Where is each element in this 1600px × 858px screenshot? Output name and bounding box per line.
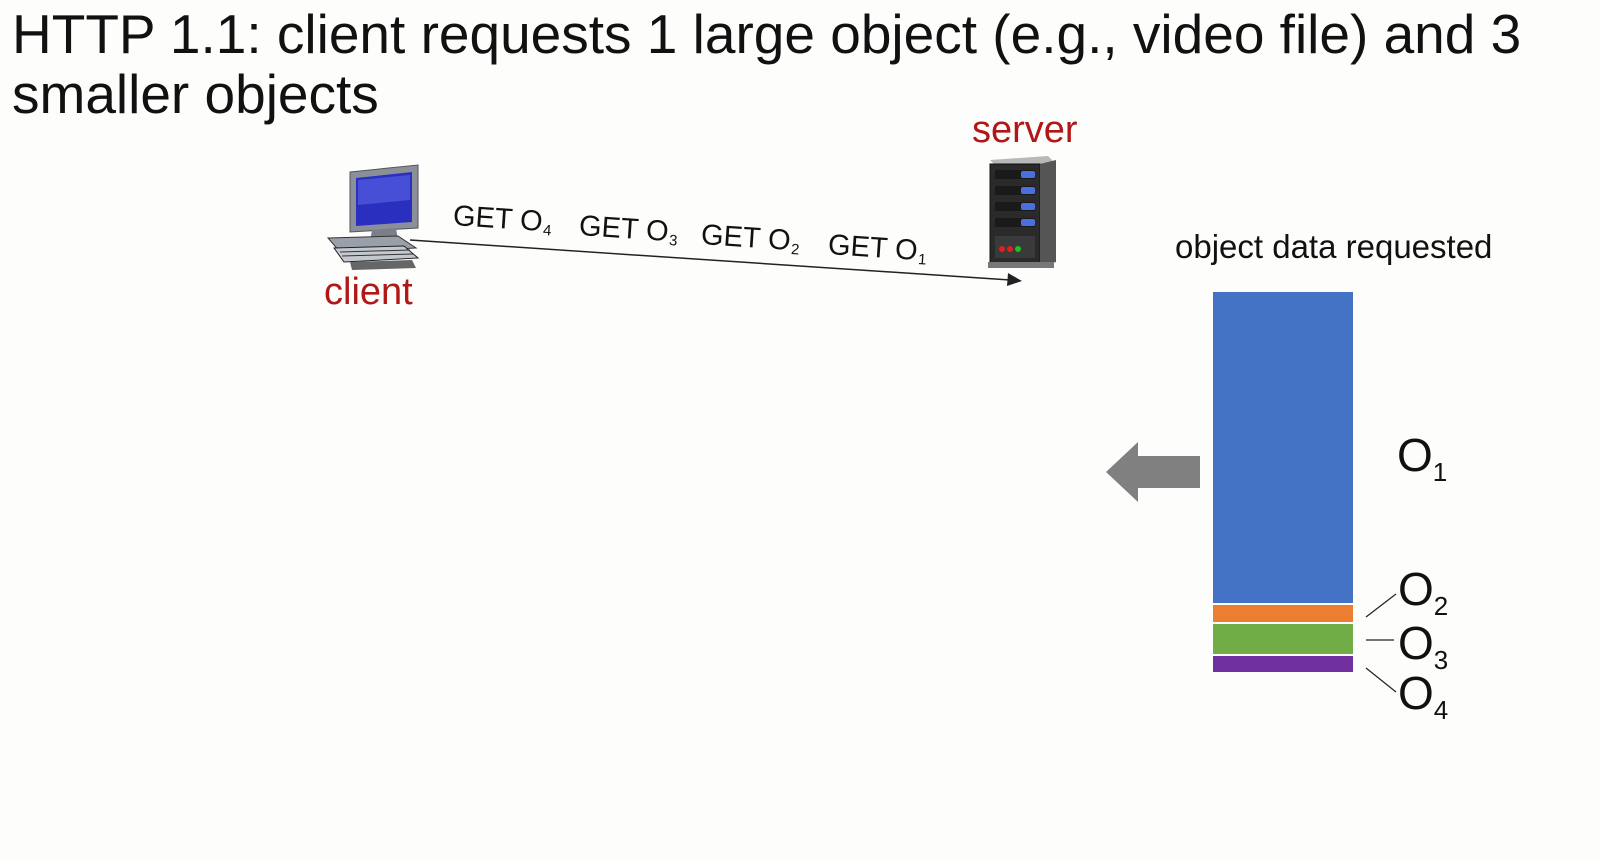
response-arrow-icon [1106,442,1200,502]
server-icon [988,156,1056,268]
object-o2-segment [1213,605,1353,622]
client-computer-icon [326,164,420,270]
server-label: server [972,109,1078,151]
request-get-o3: GET O3 [578,210,678,250]
object-o3-segment [1213,624,1353,654]
object-o3-label: O3 [1398,617,1449,675]
request-get-o4: GET O4 [452,200,552,240]
request-get-o2: GET O2 [700,219,800,259]
request-get-o1: GET O1 [827,229,927,269]
object-data-bar [1213,292,1353,672]
object-o2-label: O2 [1398,563,1449,621]
object-o4-label: O4 [1398,667,1449,725]
client-label: client [324,271,413,313]
object-o1-label: O1 [1397,429,1448,487]
request-arrow [409,239,1022,286]
object-data-title: object data requested [1175,228,1493,265]
object-o1-segment [1213,292,1353,603]
object-o4-segment [1213,656,1353,672]
leader-lines [1365,593,1397,693]
page-title: HTTP 1.1: client requests 1 large object… [12,3,1522,125]
